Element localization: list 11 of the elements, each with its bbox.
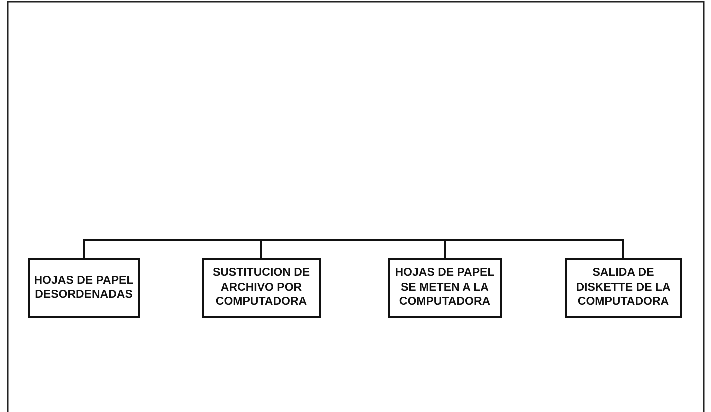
process-box [388, 258, 502, 318]
process-box [28, 258, 140, 318]
connector-line [444, 239, 624, 258]
connector-line [83, 239, 262, 258]
connector-line [260, 239, 446, 258]
process-box [565, 258, 682, 318]
box-label: SUSTITUCION DE ARCHIVO POR COMPUTADORA [212, 266, 312, 310]
process-box [202, 258, 321, 318]
box-label: HOJAS DE PAPEL DESORDENADAS [33, 274, 135, 302]
box-label: SALIDA DE DISKETTE DE LA COMPUTADORA [575, 266, 672, 310]
box-label: HOJAS DE PAPEL SE METEN A LA COMPUTADORA [394, 266, 496, 310]
